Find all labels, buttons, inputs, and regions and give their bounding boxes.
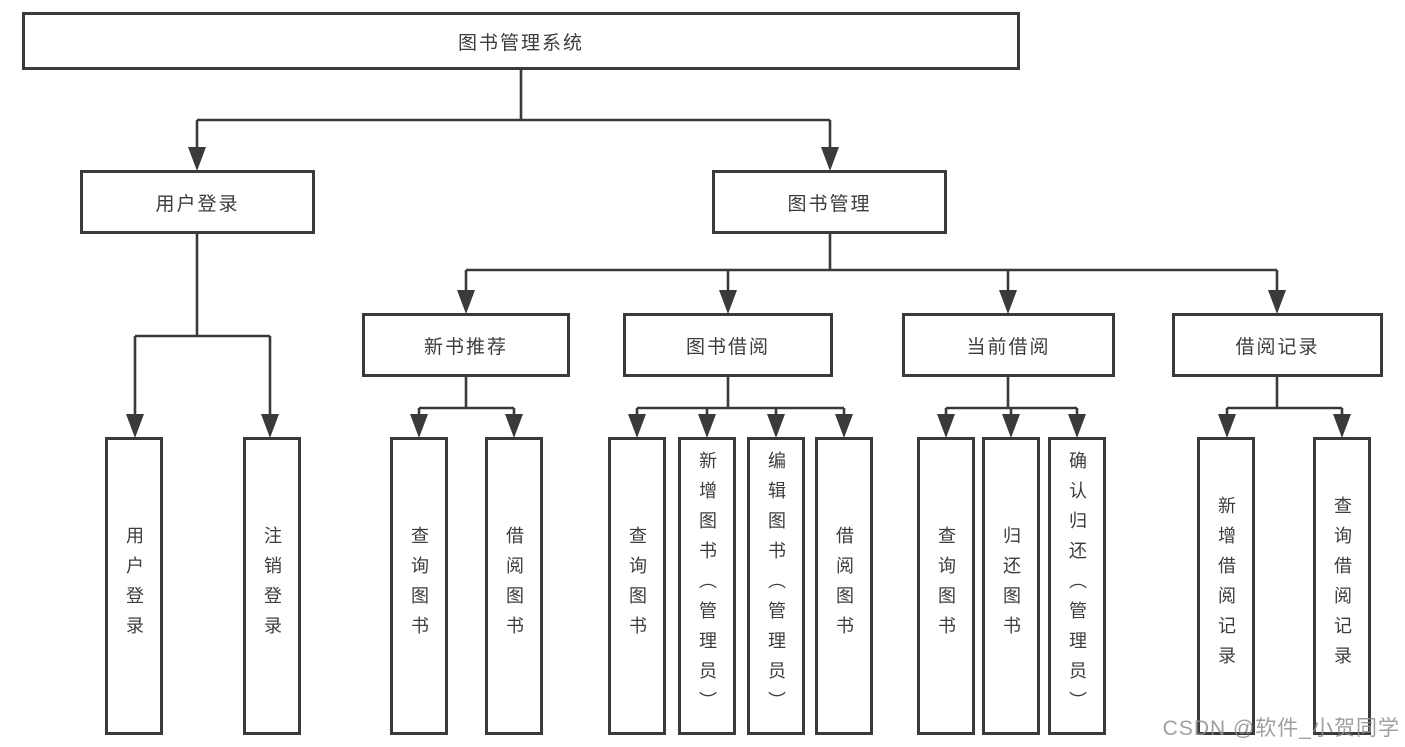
node-add-borrow-record-label: 新增借阅记录 [1216, 496, 1236, 676]
node-add-borrow-record: 新增借阅记录 [1197, 437, 1255, 735]
node-new-book-recommend: 新书推荐 [362, 313, 570, 377]
node-new-book-recommend-label: 新书推荐 [423, 336, 508, 358]
node-borrowing-borrow-books-label: 借阅图书 [834, 526, 854, 646]
edges-book-management [457, 234, 1286, 314]
node-book-borrowing-label: 图书借阅 [685, 336, 770, 358]
arrowhead-icon [1268, 290, 1286, 314]
node-borrowing-query-books: 查询图书 [608, 437, 666, 735]
node-add-books-admin: 新增图书（管理员） [678, 437, 736, 735]
node-book-management-branch-label: 图书管理 [787, 193, 872, 215]
node-query-borrow-record: 查询借阅记录 [1313, 437, 1371, 735]
arrowhead-icon [628, 414, 646, 438]
arrowhead-icon [410, 414, 428, 438]
node-recommend-query-books-label: 查询图书 [409, 526, 429, 646]
node-user-login-branch: 用户登录 [80, 170, 315, 234]
arrowhead-icon [835, 414, 853, 438]
node-login: 用户登录 [105, 437, 163, 735]
node-recommend-borrow-books-label: 借阅图书 [504, 526, 524, 646]
node-recommend-query-books: 查询图书 [390, 437, 448, 735]
arrowhead-icon [698, 414, 716, 438]
node-borrowing-records-label: 借阅记录 [1235, 336, 1320, 358]
arrowhead-icon [1218, 414, 1236, 438]
node-login-label: 用户登录 [124, 526, 144, 646]
arrowhead-icon [126, 414, 144, 438]
node-book-management-branch: 图书管理 [712, 170, 947, 234]
edges-new-book-recommend [410, 377, 523, 438]
edges-borrowing-records [1218, 377, 1351, 438]
arrowhead-icon [821, 147, 839, 171]
arrowhead-icon [719, 290, 737, 314]
node-return-books-label: 归还图书 [1001, 526, 1021, 646]
arrowhead-icon [767, 414, 785, 438]
node-root-label: 图书管理系统 [457, 32, 584, 54]
node-borrowing-records: 借阅记录 [1172, 313, 1383, 377]
node-confirm-return-admin: 确认归还（管理员） [1048, 437, 1106, 735]
arrowhead-icon [505, 414, 523, 438]
arrowhead-icon [457, 290, 475, 314]
arrowhead-icon [1333, 414, 1351, 438]
arrowhead-icon [1002, 414, 1020, 438]
arrowhead-icon [999, 290, 1017, 314]
node-return-books: 归还图书 [982, 437, 1040, 735]
node-current-query-books: 查询图书 [917, 437, 975, 735]
arrowhead-icon [261, 414, 279, 438]
node-edit-books-admin-label: 编辑图书（管理员） [766, 451, 786, 721]
node-current-borrowing: 当前借阅 [902, 313, 1115, 377]
node-logout-label: 注销登录 [262, 526, 282, 646]
node-add-books-admin-label: 新增图书（管理员） [697, 451, 717, 721]
node-borrowing-borrow-books: 借阅图书 [815, 437, 873, 735]
arrowhead-icon [937, 414, 955, 438]
node-root: 图书管理系统 [22, 12, 1020, 70]
node-user-login-branch-label: 用户登录 [155, 193, 240, 215]
node-logout: 注销登录 [243, 437, 301, 735]
node-recommend-borrow-books: 借阅图书 [485, 437, 543, 735]
node-book-borrowing: 图书借阅 [623, 313, 833, 377]
arrowhead-icon [1068, 414, 1086, 438]
edges-current-borrowing [937, 377, 1086, 438]
node-borrowing-query-books-label: 查询图书 [627, 526, 647, 646]
node-edit-books-admin: 编辑图书（管理员） [747, 437, 805, 735]
edges-root [188, 70, 839, 171]
node-query-borrow-record-label: 查询借阅记录 [1332, 496, 1352, 676]
edges-book-borrowing [628, 377, 853, 438]
node-confirm-return-admin-label: 确认归还（管理员） [1067, 451, 1087, 721]
edges-user-login [126, 234, 279, 438]
csdn-watermark: CSDN @软件_小贺同学 [1162, 717, 1400, 740]
node-current-borrowing-label: 当前借阅 [966, 336, 1051, 358]
node-current-query-books-label: 查询图书 [936, 526, 956, 646]
arrowhead-icon [188, 147, 206, 171]
